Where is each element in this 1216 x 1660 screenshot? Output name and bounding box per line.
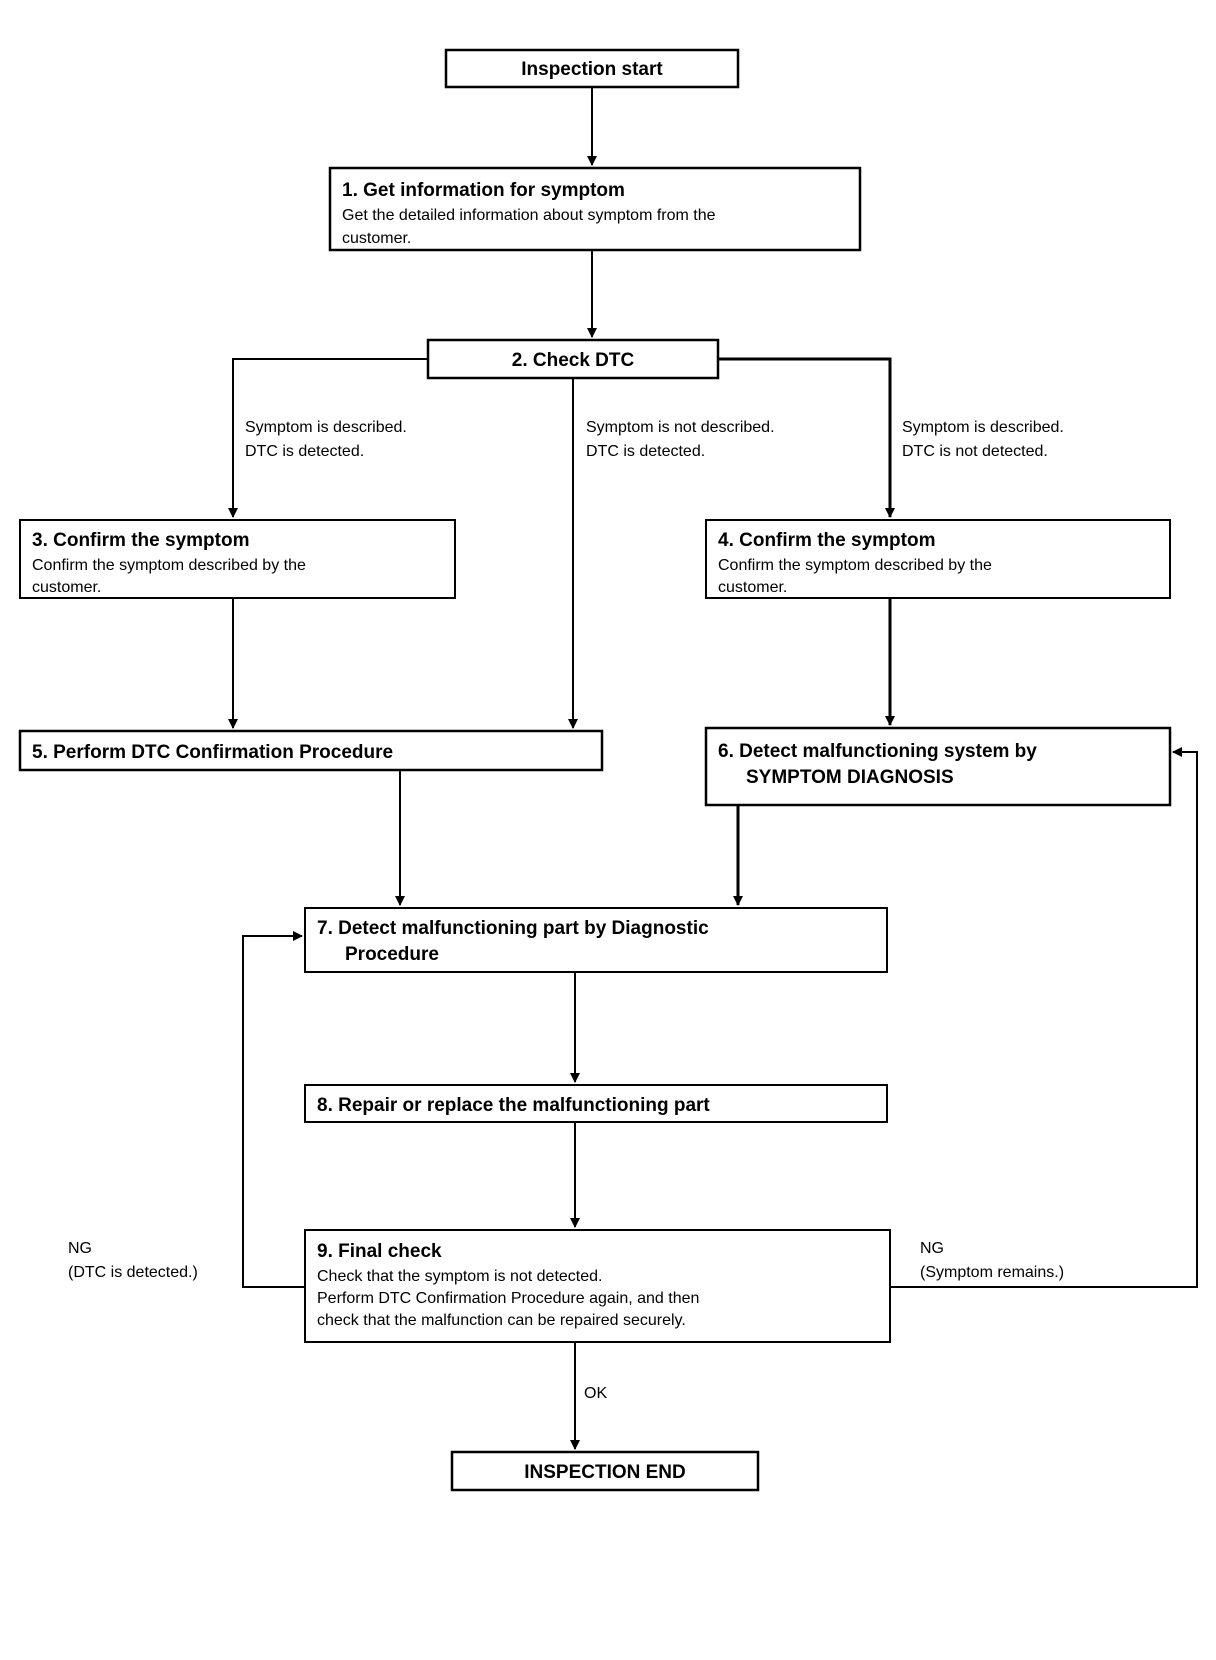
- step5-title: 5. Perform DTC Confirmation Procedure: [32, 742, 393, 763]
- step6-title-line2: SYMPTOM DIAGNOSIS: [746, 767, 954, 788]
- step4-body-line1: Confirm the symptom described by the: [718, 557, 992, 574]
- step6-box: [704, 726, 1172, 807]
- ng-left-label: NG: [68, 1240, 92, 1257]
- step3-body-line2: customer.: [32, 579, 101, 596]
- ng-left-detail-label: (DTC is detected.): [68, 1264, 198, 1281]
- step3-box: [19, 519, 456, 599]
- edge-step2-to-step3: [228, 358, 428, 518]
- step1-body-line2: customer.: [342, 230, 411, 247]
- step2-title: 2. Check DTC: [512, 350, 635, 371]
- branch-middle-line1: Symptom is not described.: [586, 419, 775, 436]
- edge-step9-to-step7-ng-loop: [242, 931, 305, 1288]
- branch-left-line1: Symptom is described.: [245, 419, 407, 436]
- step5-box: [18, 729, 604, 772]
- start-box: [444, 48, 740, 89]
- step8-title: 8. Repair or replace the malfunctioning …: [317, 1095, 710, 1116]
- step4-box: [705, 519, 1171, 599]
- branch-middle-line2: DTC is detected.: [586, 443, 705, 460]
- branch-labels: Symptom is described. DTC is detected. S…: [245, 419, 1064, 460]
- node-step5: 5. Perform DTC Confirmation Procedure: [18, 729, 604, 772]
- step4-body-line2: customer.: [718, 579, 787, 596]
- step7-title-line1: 7. Detect malfunctioning part by Diagnos…: [317, 918, 709, 939]
- start-label: Inspection start: [521, 59, 663, 80]
- node-step7: 7. Detect malfunctioning part by Diagnos…: [304, 907, 888, 973]
- node-step1: 1. Get information for symptom Get the d…: [328, 166, 862, 252]
- step9-body-line2: Perform DTC Confirmation Procedure again…: [317, 1290, 699, 1307]
- branch-right-line1: Symptom is described.: [902, 419, 1064, 436]
- edge-labels: NG (DTC is detected.) NG (Symptom remain…: [68, 1240, 1064, 1402]
- end-box: [450, 1450, 760, 1492]
- node-step6: 6. Detect malfunctioning system by SYMPT…: [704, 726, 1172, 807]
- step1-box: [328, 166, 862, 252]
- step3-body-line1: Confirm the symptom described by the: [32, 557, 306, 574]
- step9-box: [304, 1229, 891, 1343]
- ng-right-detail-label: (Symptom remains.): [920, 1264, 1064, 1281]
- step8-box: [304, 1084, 888, 1123]
- node-step4: 4. Confirm the symptom Confirm the sympt…: [705, 519, 1171, 599]
- node-step8: 8. Repair or replace the malfunctioning …: [304, 1084, 888, 1123]
- end-label: INSPECTION END: [524, 1462, 686, 1483]
- step9-body-line3: check that the malfunction can be repair…: [317, 1312, 686, 1329]
- step2-box: [426, 338, 720, 380]
- node-step9: 9. Final check Check that the symptom is…: [304, 1229, 891, 1343]
- node-step3: 3. Confirm the symptom Confirm the sympt…: [19, 519, 456, 599]
- ng-right-label: NG: [920, 1240, 944, 1257]
- edge-step9-to-step6-ng-loop: [890, 747, 1198, 1288]
- branch-left-line2: DTC is detected.: [245, 443, 364, 460]
- edge-step2-to-step4: [718, 357, 895, 518]
- step1-title: 1. Get information for symptom: [342, 180, 625, 201]
- node-end: INSPECTION END: [450, 1450, 760, 1492]
- step3-title: 3. Confirm the symptom: [32, 530, 249, 551]
- branch-right-line2: DTC is not detected.: [902, 443, 1048, 460]
- step6-title-line1: 6. Detect malfunctioning system by: [718, 741, 1037, 762]
- step7-title-line2: Procedure: [345, 944, 439, 965]
- step7-box: [304, 907, 888, 973]
- edges: [228, 87, 1198, 1450]
- step4-title: 4. Confirm the symptom: [718, 530, 935, 551]
- node-step2: 2. Check DTC: [426, 338, 720, 380]
- step1-body-line1: Get the detailed information about sympt…: [342, 207, 716, 224]
- step9-body-line1: Check that the symptom is not detected.: [317, 1268, 602, 1285]
- node-start: Inspection start: [444, 48, 740, 89]
- step9-title: 9. Final check: [317, 1241, 442, 1262]
- ok-label: OK: [584, 1385, 607, 1402]
